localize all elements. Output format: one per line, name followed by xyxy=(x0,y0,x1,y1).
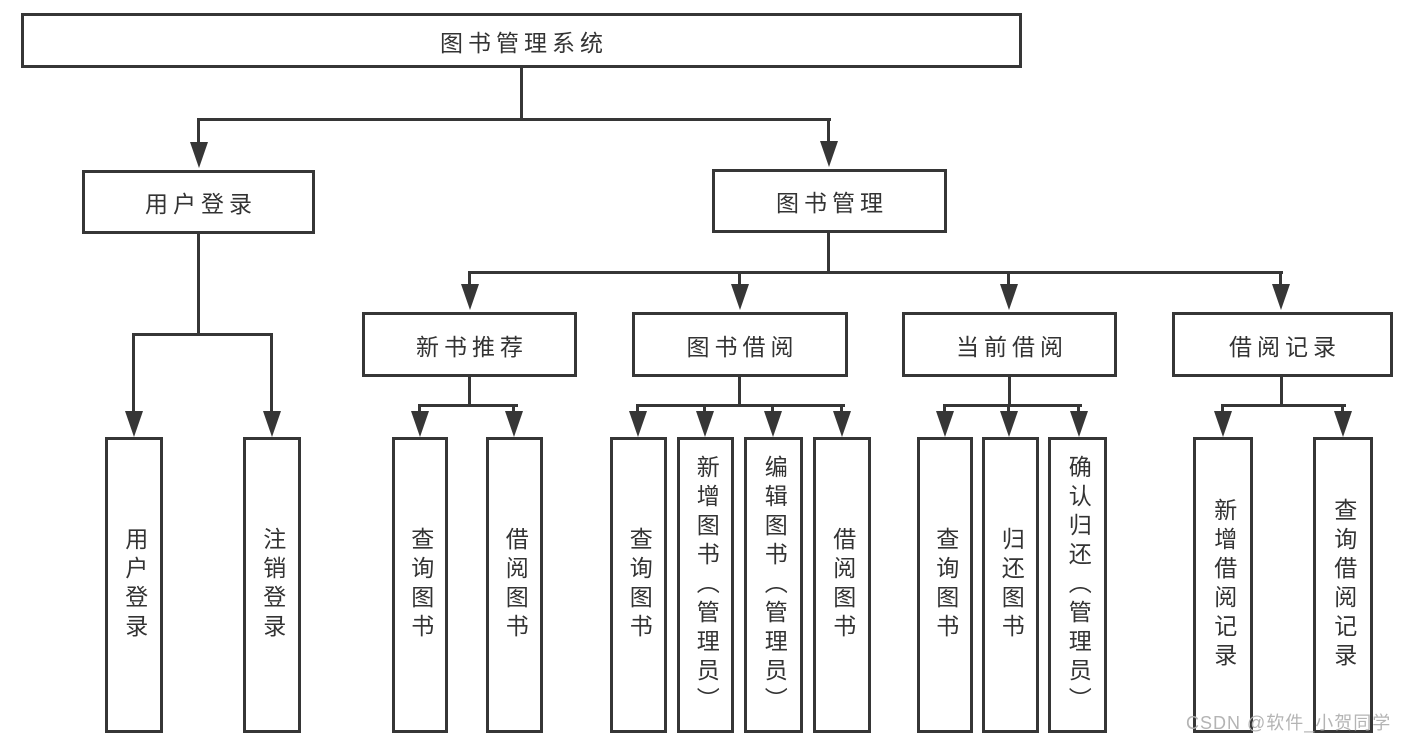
leaf-label: 查询图书 xyxy=(407,527,434,643)
node-new-book-recommend: 新书推荐 xyxy=(362,312,577,377)
arrow-down-icon xyxy=(833,411,851,437)
leaf-current-confirm-admin: 确认归还（管理员） xyxy=(1048,437,1107,733)
leaf-label: 新增图书（管理员） xyxy=(693,454,720,716)
leaf-logout: 注销登录 xyxy=(243,437,301,733)
connector-line xyxy=(943,404,1082,407)
connector-line xyxy=(1007,273,1010,287)
leaf-label: 新增借阅记录 xyxy=(1210,498,1237,672)
csdn-watermark: CSDN @软件_小贺同学 xyxy=(1186,713,1392,733)
leaf-records-add: 新增借阅记录 xyxy=(1193,437,1253,733)
arrow-down-icon xyxy=(411,411,429,437)
leaf-newbooks-borrow: 借阅图书 xyxy=(486,437,543,733)
connector-line xyxy=(1280,377,1283,407)
node-borrow-records: 借阅记录 xyxy=(1172,312,1393,377)
leaf-borrow-borrow: 借阅图书 xyxy=(813,437,871,733)
leaf-label: 查询图书 xyxy=(932,527,959,643)
leaf-user-login: 用户登录 xyxy=(105,437,163,733)
connector-line xyxy=(132,335,135,415)
leaf-borrow-edit-admin: 编辑图书（管理员） xyxy=(744,437,803,733)
node-current-borrow: 当前借阅 xyxy=(902,312,1117,377)
connector-line xyxy=(270,335,273,415)
leaf-borrow-query: 查询图书 xyxy=(610,437,667,733)
arrow-down-icon xyxy=(1000,411,1018,437)
arrow-down-icon xyxy=(629,411,647,437)
arrow-down-icon xyxy=(461,284,479,310)
arrow-down-icon xyxy=(263,411,281,437)
arrow-down-icon xyxy=(1214,411,1232,437)
connector-line xyxy=(1221,404,1346,407)
connector-line xyxy=(197,120,200,148)
connector-line xyxy=(738,273,741,287)
node-book-management: 图书管理 xyxy=(712,169,947,233)
leaf-borrow-add-admin: 新增图书（管理员） xyxy=(677,437,734,733)
leaf-label: 查询借阅记录 xyxy=(1330,498,1357,672)
arrow-down-icon xyxy=(190,142,208,168)
connector-line xyxy=(468,271,1283,274)
leaf-label: 归还图书 xyxy=(998,527,1025,643)
connector-line xyxy=(1279,273,1282,287)
leaf-label: 注销登录 xyxy=(259,527,286,643)
leaf-newbooks-query: 查询图书 xyxy=(392,437,448,733)
connector-line xyxy=(1008,377,1011,407)
arrow-down-icon xyxy=(820,141,838,167)
leaf-records-query: 查询借阅记录 xyxy=(1313,437,1373,733)
leaf-label: 借阅图书 xyxy=(502,527,529,643)
arrow-down-icon xyxy=(125,411,143,437)
arrow-down-icon xyxy=(1000,284,1018,310)
connector-line xyxy=(827,120,830,148)
arrow-down-icon xyxy=(731,284,749,310)
arrow-down-icon xyxy=(764,411,782,437)
arrow-down-icon xyxy=(936,411,954,437)
leaf-label: 编辑图书（管理员） xyxy=(761,454,788,716)
leaf-label: 确认归还（管理员） xyxy=(1065,454,1092,716)
arrow-down-icon xyxy=(1070,411,1088,437)
arrow-down-icon xyxy=(1334,411,1352,437)
node-root: 图书管理系统 xyxy=(21,13,1022,68)
leaf-label: 用户登录 xyxy=(121,527,148,643)
leaf-current-return: 归还图书 xyxy=(982,437,1039,733)
arrow-down-icon xyxy=(505,411,523,437)
node-book-borrow: 图书借阅 xyxy=(632,312,848,377)
leaf-label: 借阅图书 xyxy=(829,527,856,643)
node-user-login: 用户登录 xyxy=(82,170,315,234)
connector-line xyxy=(418,404,518,407)
leaf-current-query: 查询图书 xyxy=(917,437,973,733)
arrow-down-icon xyxy=(1272,284,1290,310)
connector-line xyxy=(197,234,200,335)
connector-line xyxy=(132,333,273,336)
connector-line xyxy=(468,377,471,407)
connector-line xyxy=(827,233,830,274)
connector-line xyxy=(468,273,471,287)
connector-line xyxy=(520,68,523,120)
connector-line xyxy=(197,118,831,121)
connector-line xyxy=(636,404,845,407)
arrow-down-icon xyxy=(696,411,714,437)
connector-line xyxy=(738,377,741,407)
leaf-label: 查询图书 xyxy=(626,527,653,643)
